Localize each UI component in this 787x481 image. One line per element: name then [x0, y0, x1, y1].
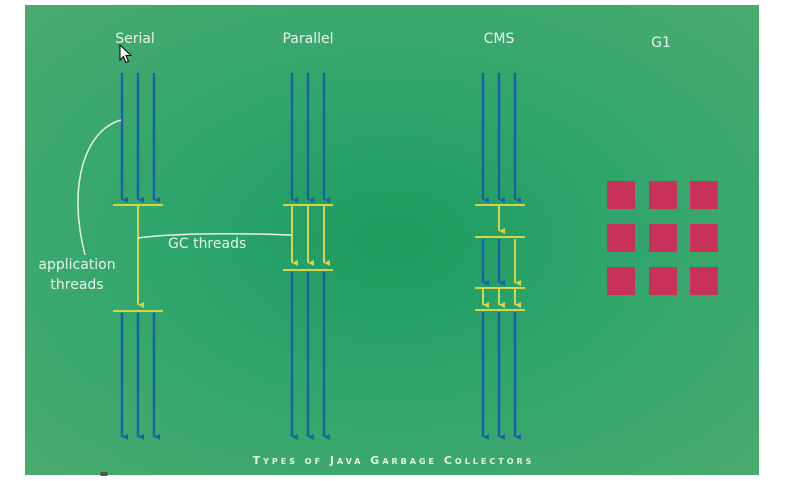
- player-bar-remnant: [100, 472, 108, 476]
- application-threads-label-line-1: application: [38, 257, 116, 273]
- gc-threads-label: GC threads: [168, 236, 247, 252]
- g1-region: [690, 267, 718, 295]
- gc-diagram: [77, 73, 718, 475]
- g1-region-grid: [607, 181, 718, 295]
- g1-title: G1: [651, 35, 671, 51]
- g1-region: [690, 224, 718, 252]
- g1-region: [649, 267, 677, 295]
- parallel-column: [283, 73, 333, 437]
- parallel-title: Parallel: [282, 31, 334, 47]
- diagram-board: [25, 5, 759, 475]
- application-threads-label-line-2: threads: [50, 277, 104, 293]
- application-threads-callout-line: [77, 119, 122, 256]
- cms-title: CMS: [483, 31, 515, 47]
- gc-threads-callout-line: [137, 233, 293, 239]
- g1-region: [649, 224, 677, 252]
- cms-column: [475, 73, 525, 437]
- serial-column: [113, 73, 163, 437]
- diagram-caption: Types of Java Garbage Collectors: [252, 454, 535, 467]
- g1-region: [607, 181, 635, 209]
- g1-region: [607, 267, 635, 295]
- g1-region: [607, 224, 635, 252]
- g1-region: [690, 181, 718, 209]
- application-threads-label: application threads: [38, 255, 115, 295]
- serial-title: Serial: [115, 31, 155, 47]
- mouse-cursor-icon: [119, 43, 133, 68]
- g1-region: [649, 181, 677, 209]
